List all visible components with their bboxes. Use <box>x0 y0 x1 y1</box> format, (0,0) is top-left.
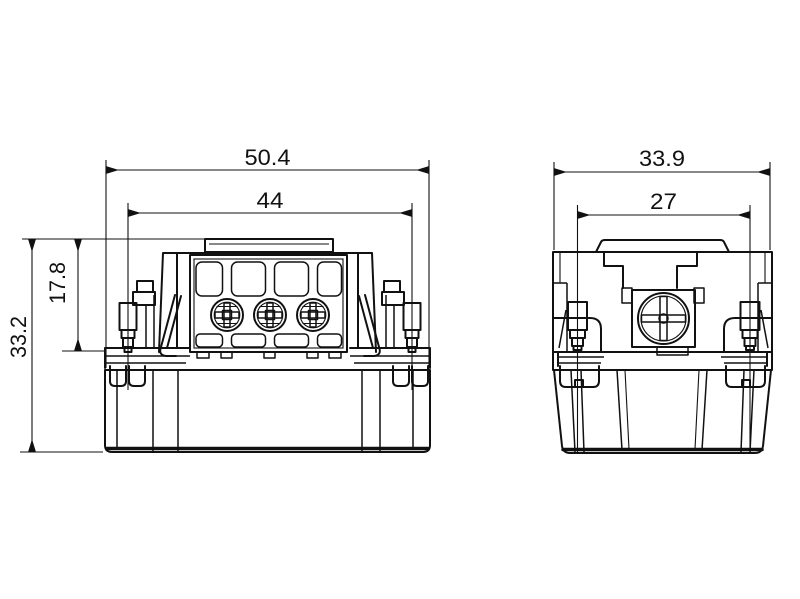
dim-label-inner-width: 44 <box>257 188 284 213</box>
side-fixing-screw <box>631 289 696 348</box>
dim-label-overall-width: 50.4 <box>245 145 291 170</box>
dim-label-overall-depth: 33.9 <box>639 146 685 171</box>
dim-side-inner-depth: 27 <box>577 189 751 220</box>
contact-screw-2 <box>253 298 287 332</box>
front-insert <box>189 254 348 359</box>
front-body-outline <box>158 252 377 353</box>
dim-front-inner-width: 44 <box>127 188 413 218</box>
dim-label-upper-height: 17.8 <box>45 262 70 304</box>
front-cap <box>204 238 334 253</box>
front-left-latch <box>104 280 191 387</box>
side-right-latch <box>720 301 773 388</box>
dim-side-overall-depth: 33.9 <box>553 146 771 177</box>
contact-screw-1 <box>210 298 244 332</box>
insert-web-cells <box>195 261 343 348</box>
extension-lines-side <box>553 162 771 452</box>
dim-label-inner-depth: 27 <box>650 189 677 214</box>
extension-lines-front <box>20 160 430 453</box>
front-view: 50.4 44 33.2 17.8 <box>6 145 431 453</box>
side-body-outline <box>552 251 773 371</box>
front-right-latch <box>349 280 431 387</box>
dim-front-overall-height: 33.2 <box>6 238 37 453</box>
contact-screw-3 <box>296 298 330 332</box>
side-base <box>553 369 772 454</box>
dim-front-overall-width: 50.4 <box>105 145 430 175</box>
front-base <box>104 369 431 453</box>
side-cap <box>595 239 730 253</box>
side-view: 33.9 27 <box>552 146 773 454</box>
insert-feet <box>196 351 342 359</box>
side-left-latch <box>552 301 605 388</box>
dim-front-upper-height: 17.8 <box>45 238 83 352</box>
dim-label-overall-height: 33.2 <box>6 316 31 358</box>
